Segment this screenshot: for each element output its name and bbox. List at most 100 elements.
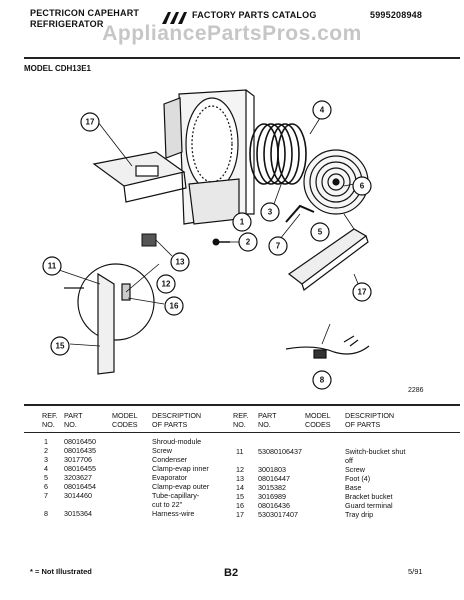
callout-1: 1 [232,212,252,232]
watermark: AppliancePartsPros.com [102,22,362,45]
table-cell-part: 08016455 [64,464,96,473]
callout-16: 16 [164,296,184,316]
table-cell-desc: Harness-wire [152,509,195,518]
revision-date: 5/91 [408,567,423,576]
table-cell-desc: Clamp-evap outer [152,482,210,491]
bucket-switch-detail-drawing [64,263,155,375]
svg-text:13: 13 [176,258,185,267]
table-cell-ref: 17 [236,510,244,519]
table-cell-desc: Clamp-evap inner [152,464,209,473]
table-cell-ref: 2 [44,446,48,455]
model-label: MODEL CDH13E1 [24,64,91,73]
col-header-model-right: MODEL CODES [305,411,331,429]
table-cell-desc: Screw [152,446,172,455]
callout-6: 6 [352,176,372,196]
table-cell-ref: 12 [236,465,244,474]
callout-15: 15 [50,336,70,356]
table-cell-ref: 11 [236,447,244,456]
brand-line-1: PECTRICON CAPEHART [30,8,140,18]
svg-text:5: 5 [318,228,323,237]
table-cell-desc: Evaporator [152,473,188,482]
page-number: B2 [224,567,239,579]
shroud-module-drawing [163,89,255,225]
col-header-ref-right: REF. NO. [233,411,249,429]
callout-17: 17 [352,282,372,302]
frigidaire-logo-icon [162,12,187,24]
table-top-rule [24,404,460,406]
base-drawing [92,151,187,203]
table-cell-desc: Tube-capillary- [152,491,200,500]
condenser-drawing [249,123,307,185]
col-header-ref-left: REF. NO. [42,411,58,429]
drip-tray-drawing [287,228,369,291]
callout-5: 5 [310,222,330,242]
table-cell-part: 08016454 [64,482,96,491]
table-cell-desc: off [345,456,353,465]
table-header-rule [24,432,460,433]
table-cell-ref: 3 [44,455,48,464]
table-cell-ref: 8 [44,509,48,518]
table-cell-part: 3015364 [64,509,92,518]
svg-text:4: 4 [320,106,325,115]
callout-8: 8 [312,370,332,390]
table-cell-desc: Tray drip [345,510,374,519]
callout-11: 11 [42,256,62,276]
not-illustrated-note: * = Not Illustrated [30,567,92,576]
table-cell-part: 53080106437 [258,447,302,456]
screw-drawing [212,238,230,246]
table-cell-desc: Condenser [152,455,188,464]
callout-12: 12 [156,274,176,294]
table-cell-ref: 15 [236,492,244,501]
svg-text:8: 8 [320,376,325,385]
table-cell-part: 08016436 [258,501,290,510]
col-header-desc-right: DESCRIPTION OF PARTS [345,411,395,429]
table-cell-desc: Bracket bucket [345,492,393,501]
table-cell-ref: 4 [44,464,48,473]
svg-text:7: 7 [276,242,281,251]
table-cell-ref: 13 [236,474,244,483]
table-cell-part: 3016989 [258,492,286,501]
capillary-tube-drawing [285,204,315,223]
table-cell-part: 3001803 [258,465,286,474]
callout-14: 17 [80,112,100,132]
table-cell-desc: cut to 22" [152,500,183,509]
table-cell-ref: 5 [44,473,48,482]
callout-13: 13 [170,252,190,272]
foot-drawing [141,233,157,247]
table-cell-part: 3203627 [64,473,92,482]
table-cell-desc: Shroud-module [152,437,202,446]
harness-wire-drawing [285,335,370,359]
table-cell-desc: Switch-bucket shut [345,447,406,456]
svg-text:2: 2 [246,238,251,247]
table-cell-part: 08016450 [64,437,96,446]
brand-line-2: REFRIGERATOR [30,19,104,29]
table-cell-part: 08016447 [258,474,290,483]
table-cell-desc: Base [345,483,362,492]
catalog-title: FACTORY PARTS CATALOG [192,10,317,20]
exploded-parts-diagram: 17 1 2 3 4 5 6 7 8 11 12 13 15 16 17 [42,89,372,390]
table-cell-part: 3015382 [258,483,286,492]
table-cell-ref: 7 [44,491,48,500]
svg-text:3: 3 [268,208,273,217]
table-cell-part: 5303017407 [258,510,298,519]
table-cell-desc: Guard terminal [345,501,393,510]
svg-text:1: 1 [240,218,245,227]
svg-text:12: 12 [162,280,171,289]
table-cell-part: 3014460 [64,491,92,500]
table-cell-ref: 1 [44,437,48,446]
callout-3: 3 [260,202,280,222]
table-cell-part: 3017706 [64,455,92,464]
callout-7: 7 [268,236,288,256]
catalog-number: 5995208948 [370,10,423,20]
col-header-part-right: PART NO. [258,411,277,429]
table-cell-desc: Foot (4) [345,474,371,483]
header-rule [24,57,460,59]
svg-text:6: 6 [360,182,365,191]
col-header-model-left: MODEL CODES [112,411,138,429]
table-cell-ref: 14 [236,483,244,492]
svg-text:17: 17 [358,288,367,297]
svg-text:16: 16 [170,302,179,311]
callout-4: 4 [312,100,332,120]
figure-number: 2286 [408,387,424,394]
